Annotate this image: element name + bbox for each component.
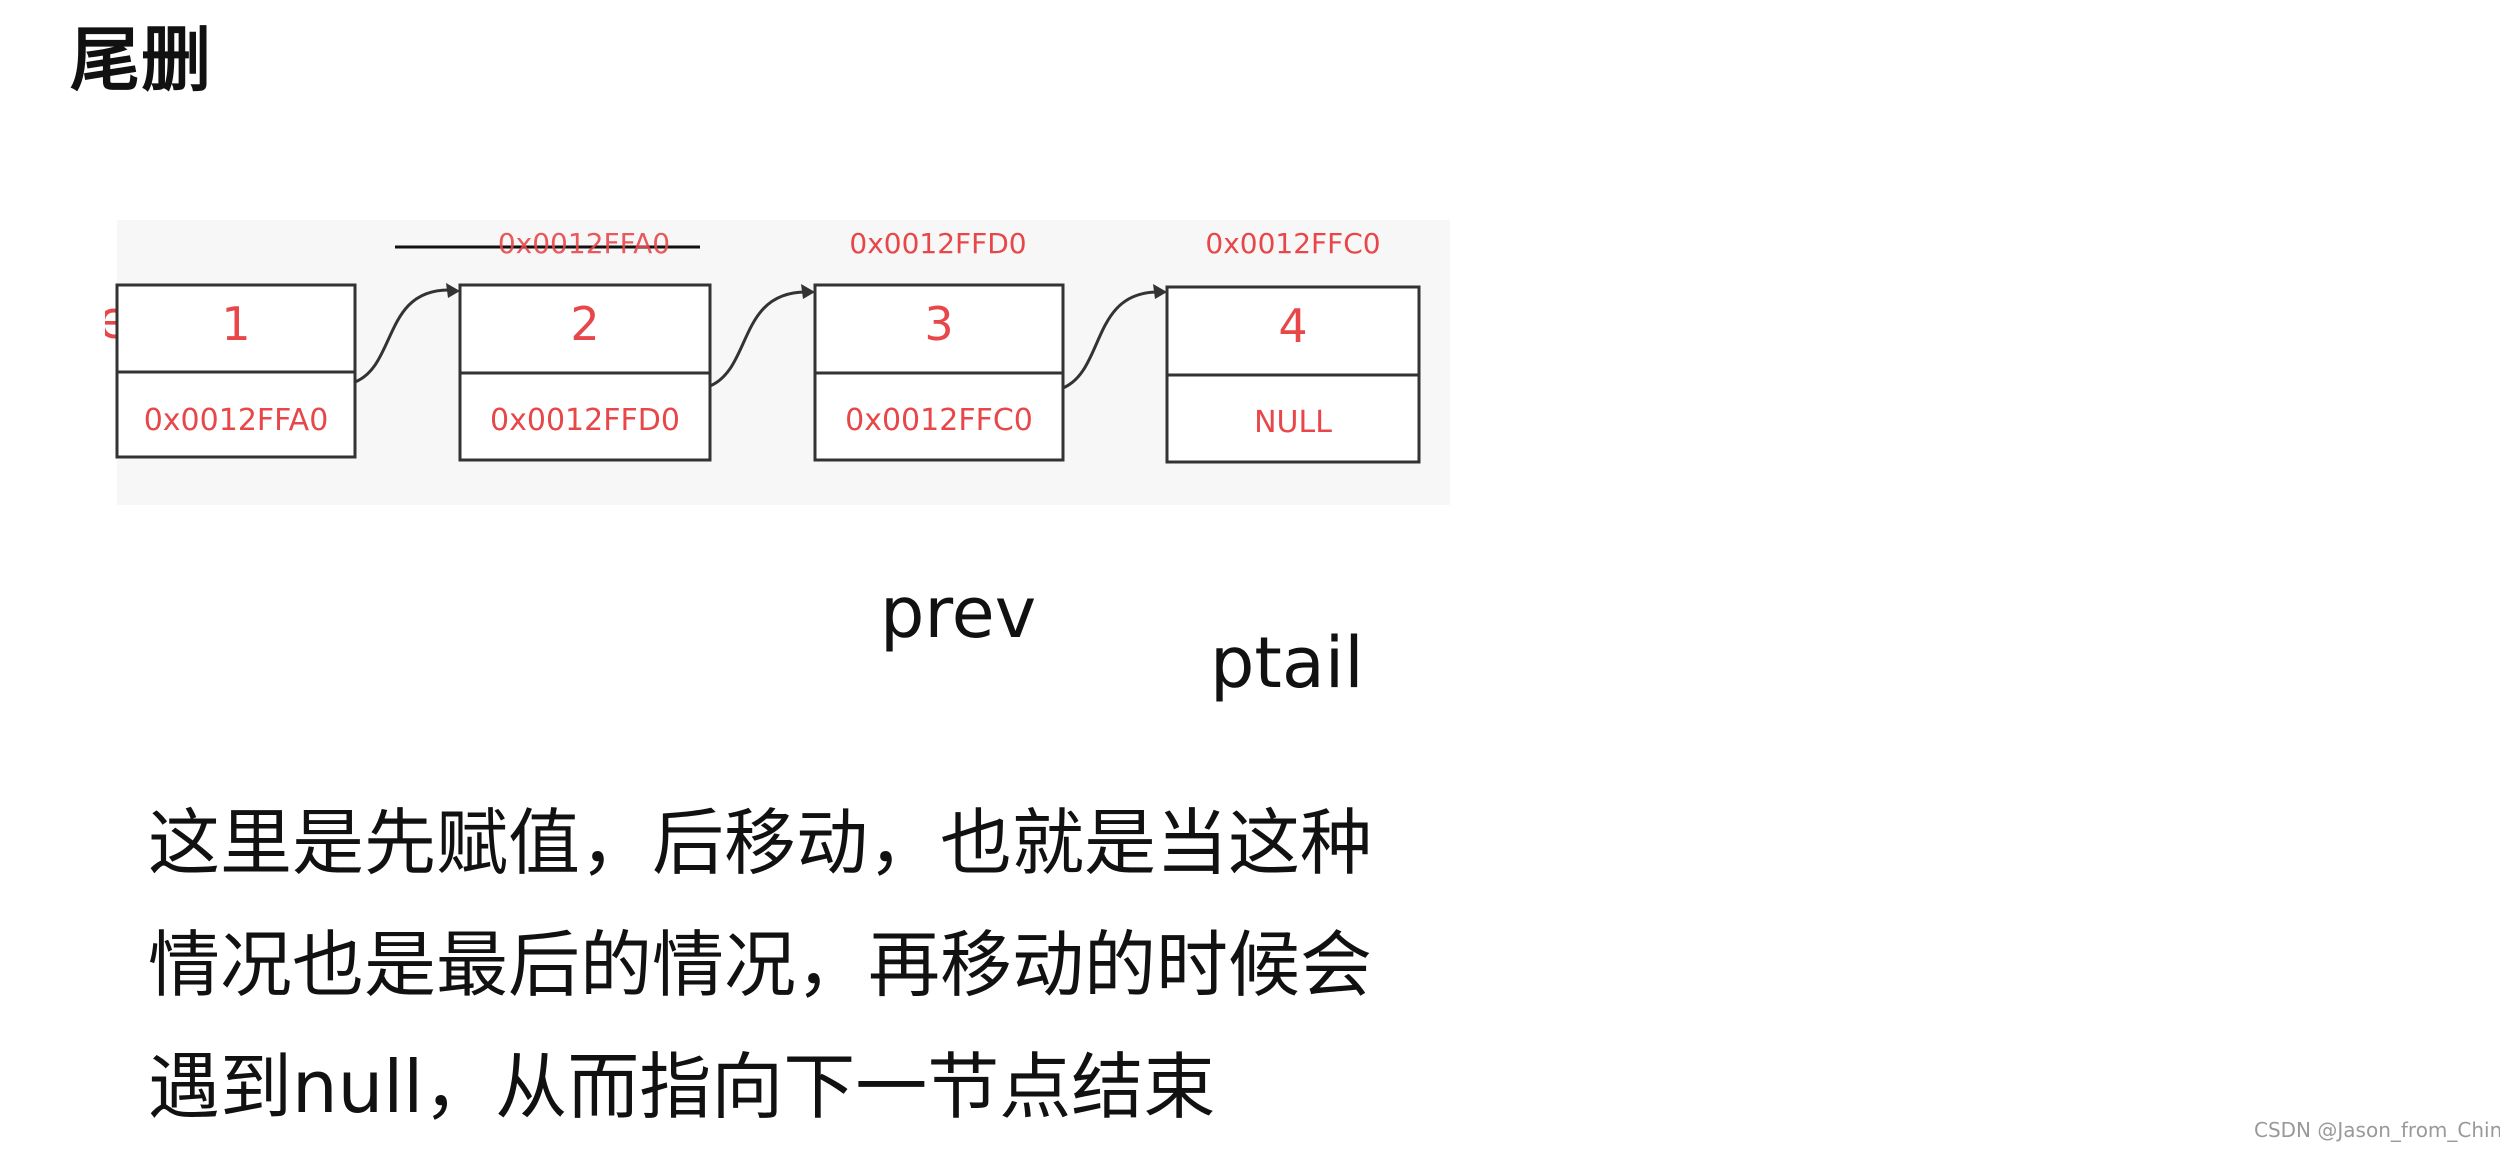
link-arrow-2-3 [709, 284, 815, 388]
link-arrow-line [1062, 290, 1159, 390]
watermark: CSDN @Jason_from_China [2254, 1118, 2500, 1142]
node-address: 0x0012FFA0 [498, 227, 670, 260]
description: 这里是先赋值，后移动，也就是当这种 情况也是最后的情况，再移动的时候会 遇到nu… [148, 782, 1498, 1148]
description-line: 情况也是最后的情况，再移动的时候会 [148, 923, 1373, 1007]
node-3: 0x0012FFD0 3 0x0012FFC0 [813, 227, 1065, 462]
node-data: 3 [924, 297, 953, 351]
prev-pointer-label: prev [880, 572, 1037, 654]
linked-list-diagram: e 1 0x0012FFA0 0x0012FFA0 2 0x0012FFD0 0… [105, 220, 1450, 505]
link-arrow-1-2 [354, 283, 460, 384]
arrowhead-icon [1153, 284, 1167, 299]
node-address: 0x0012FFD0 [849, 227, 1026, 260]
link-arrow-line [354, 288, 452, 384]
node-data: 1 [221, 297, 250, 351]
page-title: 尾删 [70, 19, 212, 101]
node-data: 4 [1278, 299, 1307, 353]
node-next: 0x0012FFA0 [144, 403, 329, 438]
node-2: 0x0012FFA0 2 0x0012FFD0 [458, 227, 712, 462]
arrowhead-icon [801, 284, 815, 299]
node-4: 0x0012FFC0 4 NULL [1165, 227, 1421, 464]
node-next: 0x0012FFD0 [490, 403, 680, 438]
node-next: NULL [1254, 405, 1332, 440]
description-line: 这里是先赋值，后移动，也就是当这种 [148, 801, 1373, 885]
cropped-edge [105, 220, 117, 505]
ptail-pointer-label: ptail [1210, 622, 1364, 704]
node-data: 2 [570, 297, 599, 351]
node-1: 1 0x0012FFA0 [115, 283, 357, 459]
description-line: 遇到null，从而指向下一节点结束 [148, 1045, 1216, 1129]
arrowhead-icon [446, 283, 460, 298]
link-arrow-line [709, 290, 807, 388]
node-address: 0x0012FFC0 [1205, 227, 1380, 260]
node-next: 0x0012FFC0 [845, 403, 1033, 438]
link-arrow-3-4 [1062, 284, 1167, 390]
